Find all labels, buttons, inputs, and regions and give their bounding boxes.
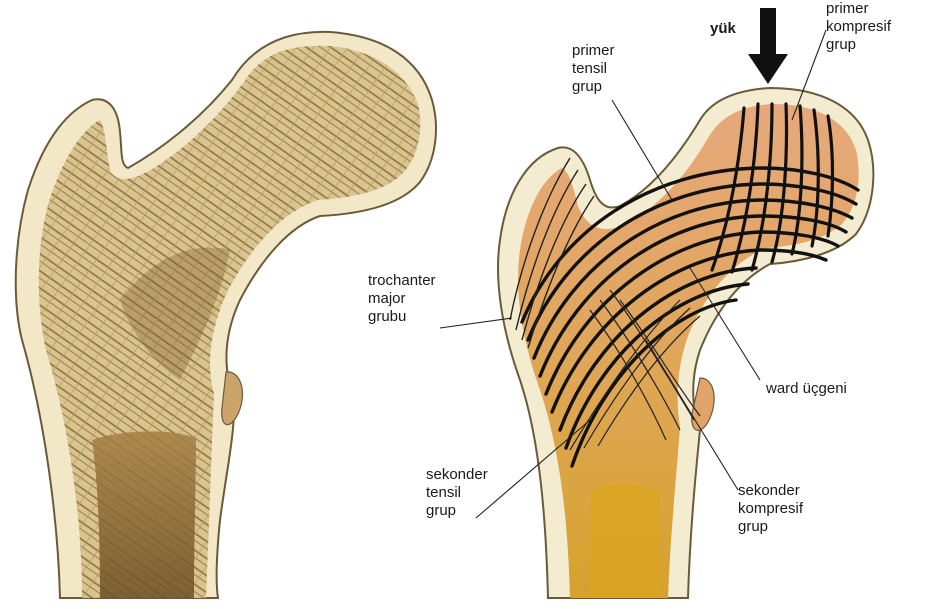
right-femur-section <box>440 8 873 598</box>
secondary-compressive-label: sekonder kompresif grup <box>738 482 803 536</box>
secondary-tensile-label: sekonder tensil grup <box>426 466 488 520</box>
left-femur-shaft-marrow <box>92 431 196 598</box>
trochanter-major-label: trochanter major grubu <box>368 272 436 326</box>
load-label: yük <box>710 20 736 38</box>
right-femur-shaft-marrow <box>590 484 660 598</box>
arrow-down-icon <box>748 8 788 84</box>
primary-tensile-label: primer tensil grup <box>572 42 615 96</box>
primary-compressive-label: primer kompresif grup <box>826 0 891 54</box>
right-lesser-trochanter <box>692 378 714 430</box>
ward-triangle-label: ward üçgeni <box>766 380 847 398</box>
left-lesser-trochanter <box>222 372 243 425</box>
